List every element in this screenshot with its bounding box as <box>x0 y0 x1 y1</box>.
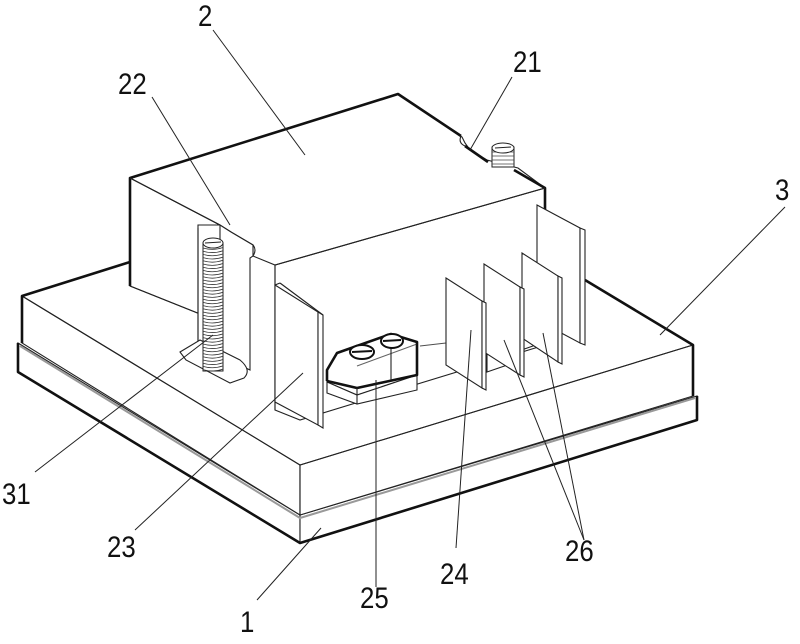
thread-line <box>202 323 224 327</box>
thread-line <box>202 355 224 359</box>
leader-21 <box>469 76 513 151</box>
leader-22 <box>151 96 231 226</box>
label-3: 3 <box>775 174 790 207</box>
thread-line <box>202 314 224 317</box>
thread-line <box>202 295 224 298</box>
thread-line <box>202 320 224 324</box>
thread-line <box>202 330 224 333</box>
terminal-block-25 <box>325 332 419 405</box>
thread-line <box>202 285 224 289</box>
label-2: 2 <box>198 0 213 33</box>
leader-1 <box>256 527 322 601</box>
thread-line <box>202 359 224 362</box>
thread-line <box>202 298 224 301</box>
thread-line <box>202 253 224 257</box>
leader-lines <box>34 29 786 601</box>
base-1 <box>16 342 699 545</box>
label-25: 25 <box>360 582 389 615</box>
thread-line <box>202 247 224 250</box>
thread-line <box>202 327 224 330</box>
label-1: 1 <box>240 606 255 639</box>
leader-26b <box>542 332 585 541</box>
thread-line <box>202 311 224 314</box>
thread-line <box>202 336 224 340</box>
thread-line <box>202 304 224 308</box>
label-31: 31 <box>2 478 31 511</box>
thread-line <box>202 346 224 349</box>
side-fin-23 <box>274 282 324 429</box>
stud-21 <box>491 142 515 168</box>
thread-line <box>202 272 224 276</box>
leader-3 <box>659 206 786 336</box>
thread-line <box>202 368 224 372</box>
thread-line <box>202 279 224 282</box>
thread-line <box>202 282 224 285</box>
leader-26a <box>503 339 585 541</box>
leader-31 <box>34 334 214 473</box>
thread-line <box>202 317 224 321</box>
thread-line <box>202 301 224 305</box>
thread-line <box>202 307 224 311</box>
thread-line <box>202 275 224 279</box>
label-21: 21 <box>513 46 542 79</box>
thread-line <box>202 256 224 260</box>
terminal-strip-24-26 <box>419 204 586 391</box>
thread-line <box>202 349 224 353</box>
leader-2 <box>212 29 306 156</box>
thread-line <box>202 365 224 369</box>
thread-line <box>202 266 224 269</box>
label-26: 26 <box>565 535 594 568</box>
label-22: 22 <box>118 68 147 101</box>
thread-line <box>202 352 224 356</box>
leader-23 <box>134 372 304 531</box>
thread-line <box>202 291 224 295</box>
thread-line <box>202 259 224 263</box>
thread-line <box>202 333 224 337</box>
label-24: 24 <box>440 558 469 591</box>
thread-line <box>202 343 224 346</box>
thread-line <box>202 263 224 266</box>
label-23: 23 <box>107 531 136 564</box>
plate-3 <box>20 260 695 516</box>
thread-line <box>202 362 224 365</box>
thread-line <box>202 288 224 292</box>
thread-line <box>202 250 224 253</box>
leader-24 <box>455 329 472 549</box>
thread-line <box>202 269 224 273</box>
